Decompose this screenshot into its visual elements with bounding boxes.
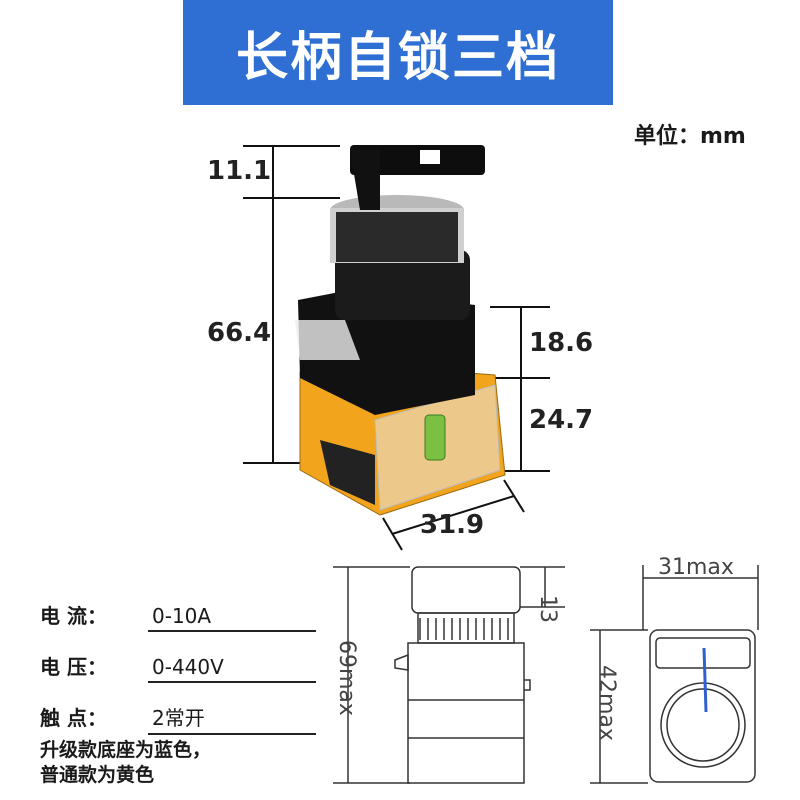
side-view-drawing [333, 566, 565, 784]
color-note: 升级款底座为蓝色， 普通款为黄色 [40, 738, 211, 788]
side-height-dimension: 69max [334, 640, 359, 716]
spec-current-value: 0-10A [148, 604, 316, 632]
switch-body [295, 250, 475, 415]
dim-width: 31.9 [420, 510, 485, 540]
spec-voltage-label: 电 压： [40, 655, 107, 679]
front-height-dimension: 42max [594, 665, 619, 741]
front-view-drawing [590, 565, 759, 784]
spec-voltage-value: 0-440V [148, 655, 316, 683]
dim-knob-height: 11.1 [207, 156, 272, 186]
spec-current-label: 电 流： [40, 604, 107, 628]
front-width-dimension: 31max [658, 555, 734, 580]
spec-voltage: 电 压： 0-440V [40, 651, 316, 683]
dim-lower-body: 24.7 [529, 405, 594, 435]
dim-upper-body: 18.6 [529, 328, 594, 358]
page-title: 长柄自锁三档 [235, 28, 560, 88]
spec-contacts: 触 点： 2常开 [40, 702, 316, 735]
spec-contacts-value: 2常开 [148, 702, 316, 735]
spec-contacts-label: 触 点： [40, 706, 107, 730]
unit-label: 单位：mm [634, 124, 746, 149]
note-line-1: 升级款底座为蓝色， [40, 739, 212, 761]
side-top-dimension: 13 [535, 595, 560, 623]
front-indicator-line [702, 647, 708, 713]
dim-total-height: 66.4 [207, 318, 272, 348]
spec-current: 电 流： 0-10A [40, 600, 316, 632]
title-banner: 长柄自锁三档 [183, 0, 613, 105]
switch-knob [330, 145, 485, 263]
note-line-2: 普通款为黄色 [40, 764, 155, 786]
dimension-lines [243, 145, 550, 551]
